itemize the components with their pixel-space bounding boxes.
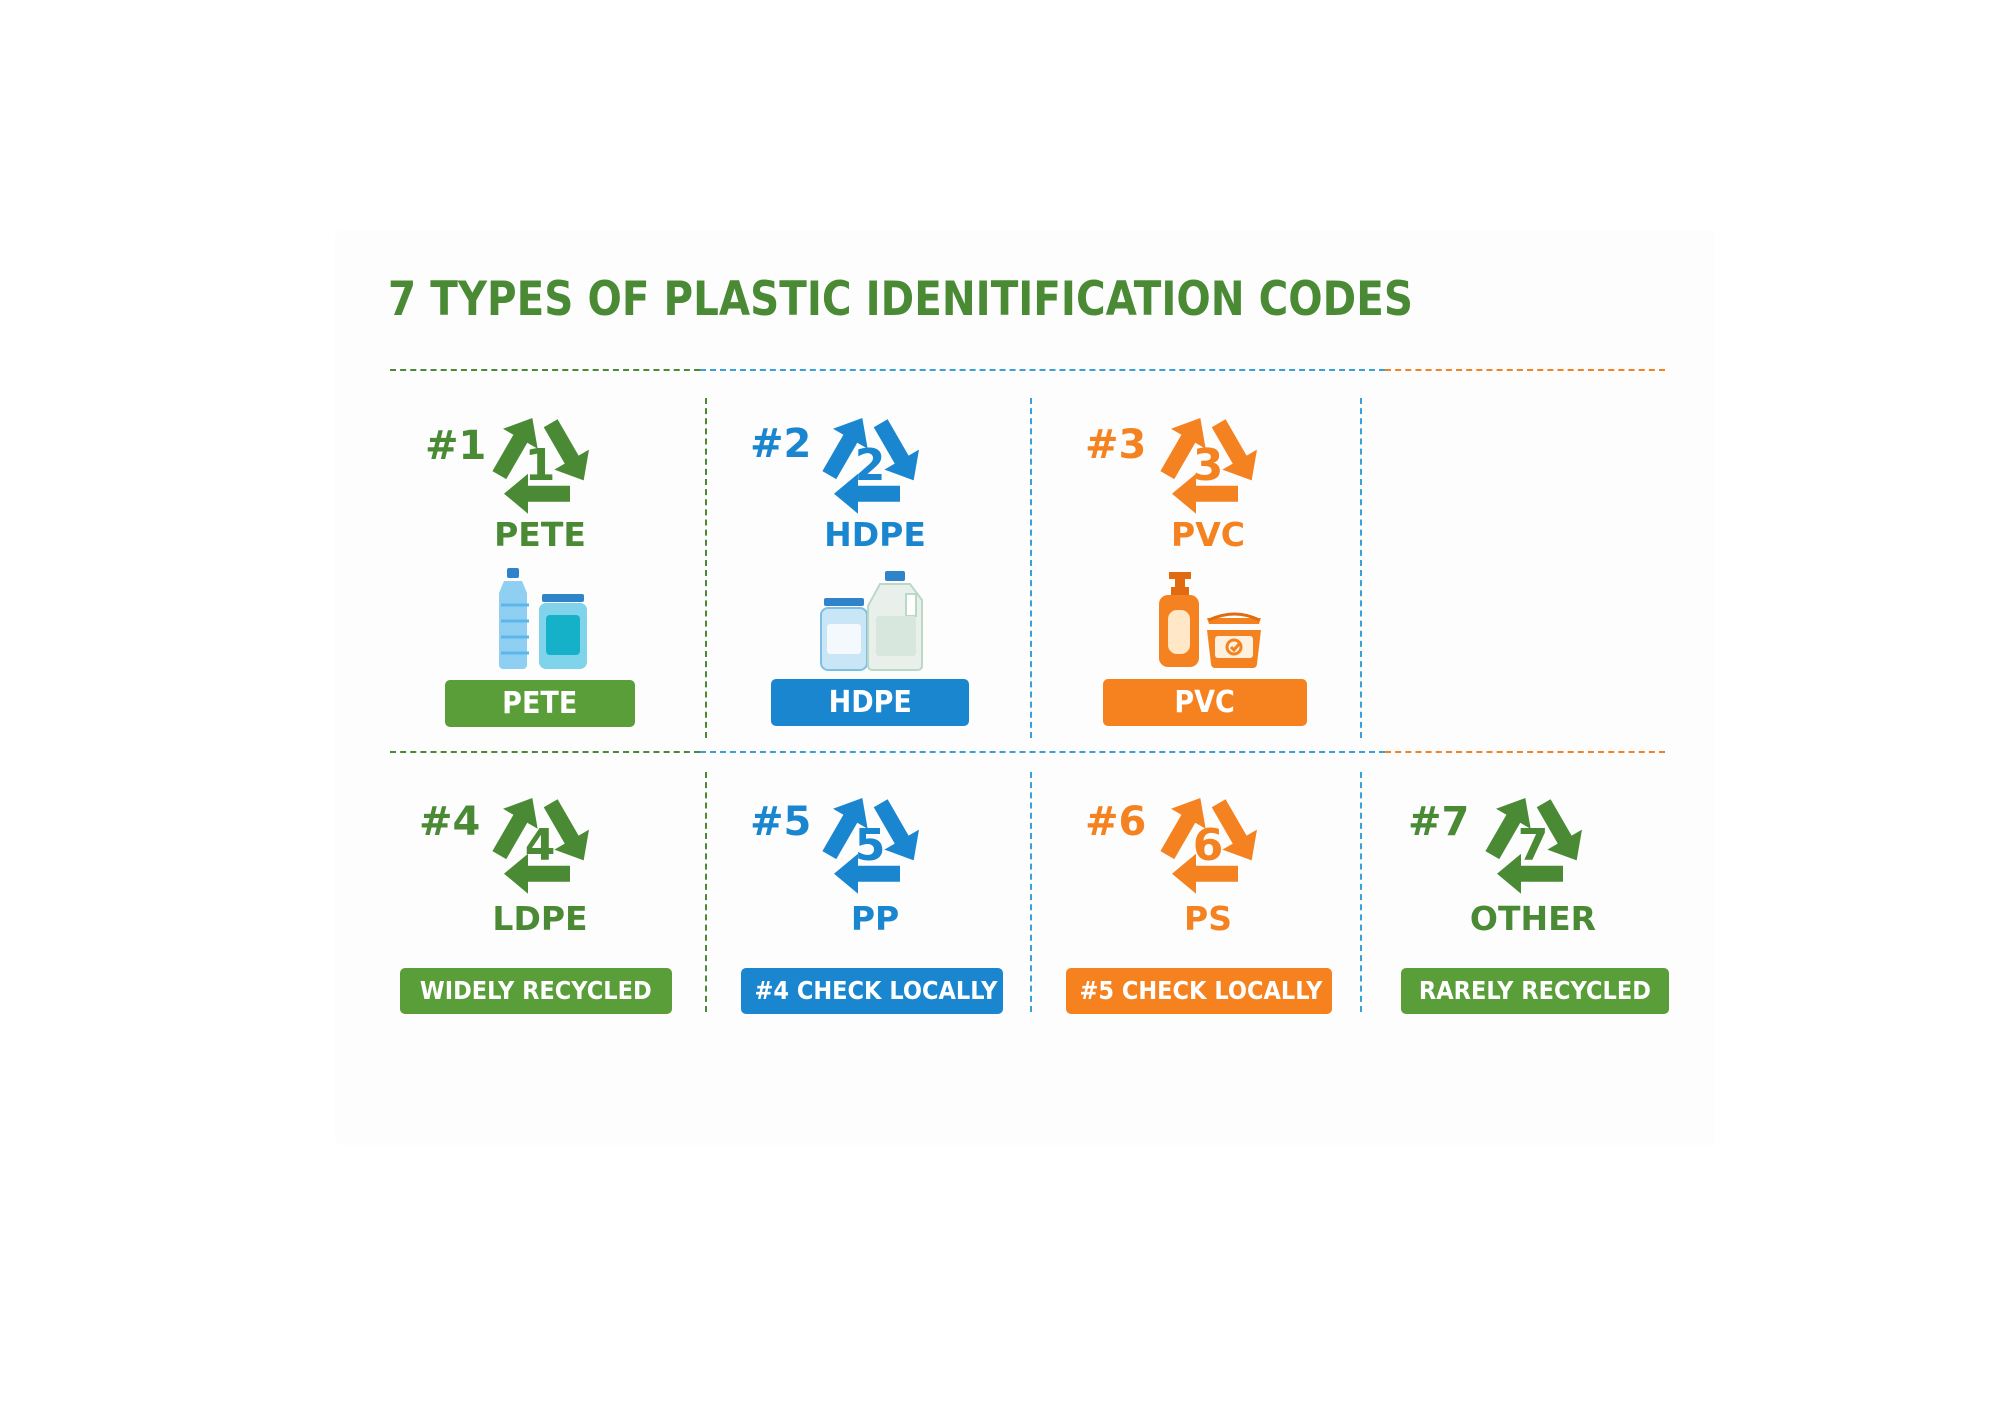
divider-col-1-bottom [705,772,707,1012]
badge-label: PVC [1174,685,1236,720]
badge-label: WIDELY RECYCLED [420,976,652,1005]
divider-top-orange [1385,369,1665,371]
badge-label: RARELY RECYCLED [1418,976,1651,1005]
recycle-arrow-segment [1497,853,1563,894]
divider-col-1-top [705,398,707,738]
divider-col-3-bottom [1360,772,1362,1012]
recycle-arrow-segment [1536,799,1582,861]
recycle-code-number: 6 [1193,820,1224,871]
recycle-code-number: 1 [525,440,556,491]
recycle-icon: 6 [1160,798,1257,894]
plastic-abbreviation: PETE [494,515,586,554]
recycle-arrow-segment [1160,418,1206,480]
recycling-status-badge: HDPE [771,679,969,726]
divider-top-blue [700,369,1385,371]
code-number-label: #3 [1085,422,1147,468]
recycle-icon: 4 [492,798,589,894]
divider-mid-blue [700,751,1385,753]
recycle-code-number: 5 [855,820,886,871]
recycle-arrow-segment [1172,853,1238,894]
recycle-arrow-segment [543,799,589,861]
recycling-status-badge: #5 CHECK LOCALLY [1066,968,1332,1014]
recycle-arrow-segment [1485,798,1531,860]
plastic-abbreviation: PP [850,899,900,938]
plastic-abbreviation: LDPE [492,899,588,938]
badge-label: #4 CHECK LOCALLY [754,976,998,1005]
recycle-arrow-segment [1211,799,1257,861]
recycle-symbol: 6 [1138,778,1278,911]
recycle-arrow-segment [834,853,900,894]
recycle-code-number: 7 [1518,820,1549,871]
plastic-abbreviation: PVC [1171,515,1245,554]
recycle-symbol: 1 [470,398,610,531]
recycle-arrow-segment [1211,419,1257,481]
plastic-abbreviation: HDPE [824,515,926,554]
page-title: 7 TYPES OF PLASTIC IDENITIFICATION CODES [388,272,1413,327]
divider-col-2-bottom [1030,772,1032,1012]
badge-label: HDPE [828,685,912,720]
recycle-arrow-segment [492,798,538,860]
recycle-icon: 7 [1485,798,1582,894]
recycle-icon: 2 [822,418,919,514]
recycling-status-badge: WIDELY RECYCLED [400,968,672,1014]
recycle-arrow-segment [873,799,919,861]
recycle-code-number: 4 [525,820,556,871]
code-number-label: #4 [419,799,481,845]
badge-label: #5 CHECK LOCALLY [1079,976,1323,1005]
divider-mid-orange [1385,751,1665,753]
recycling-status-badge: RARELY RECYCLED [1401,968,1669,1014]
recycle-symbol: 7 [1463,778,1603,911]
recycle-symbol: 2 [800,398,940,531]
recycle-arrow-segment [543,419,589,481]
recycle-arrow-segment [1160,798,1206,860]
jar-and-jug-icon [820,571,923,671]
recycle-icon: 5 [822,798,919,894]
recycle-arrow-segment [834,473,900,514]
dispenser-and-container-icon [1159,572,1261,668]
recycle-arrow-segment [822,418,868,480]
recycle-arrow-segment [873,419,919,481]
recycle-arrow-segment [504,853,570,894]
code-number-label: #5 [750,799,812,845]
recycle-code-number: 2 [855,440,886,491]
code-number-label: #7 [1408,799,1470,845]
divider-col-3-top [1360,398,1362,738]
recycle-icon: 3 [1160,418,1257,514]
badge-label: PETE [502,686,578,721]
recycle-arrow-segment [822,798,868,860]
code-number-label: #6 [1085,799,1147,845]
bottle-and-jar-icon [499,568,587,669]
recycling-status-badge: PETE [445,680,635,727]
recycling-status-badge: PVC [1103,679,1307,726]
plastic-abbreviation: OTHER [1469,899,1597,938]
recycle-arrow-segment [1172,473,1238,514]
recycle-symbol: 5 [800,778,940,911]
divider-mid-green [390,751,700,753]
recycle-symbol: 3 [1138,398,1278,531]
code-number-label: #1 [425,423,487,469]
code-number-label: #2 [750,421,812,467]
recycle-arrow-segment [504,473,570,514]
plastic-abbreviation: PS [1184,899,1232,938]
recycle-symbol: 4 [470,778,610,911]
recycle-code-number: 3 [1193,440,1224,491]
divider-col-2-top [1030,398,1032,738]
recycle-icon: 1 [492,418,589,514]
divider-top-green [390,369,700,371]
recycle-arrow-segment [492,418,538,480]
recycling-status-badge: #4 CHECK LOCALLY [741,968,1003,1014]
